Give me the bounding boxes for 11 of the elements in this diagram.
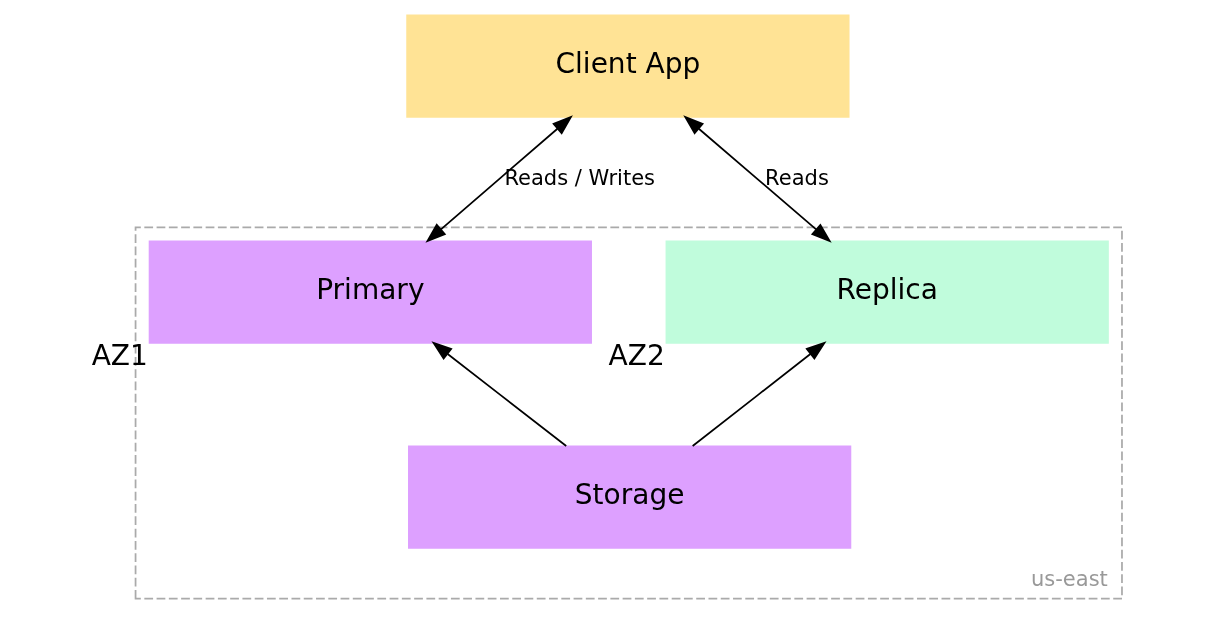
node-box: Replica	[665, 240, 1109, 344]
node-box: Primary	[148, 240, 592, 344]
arrow	[425, 115, 573, 243]
arrow	[430, 341, 567, 447]
edge-label: Reads / Writes	[503, 164, 655, 190]
node-label: AZ2	[608, 339, 665, 373]
node-box: Client App	[405, 14, 850, 118]
node-box: Storage	[407, 445, 851, 549]
arrow	[682, 115, 832, 243]
edge-label: Reads	[764, 164, 829, 190]
arrow	[691, 341, 826, 447]
